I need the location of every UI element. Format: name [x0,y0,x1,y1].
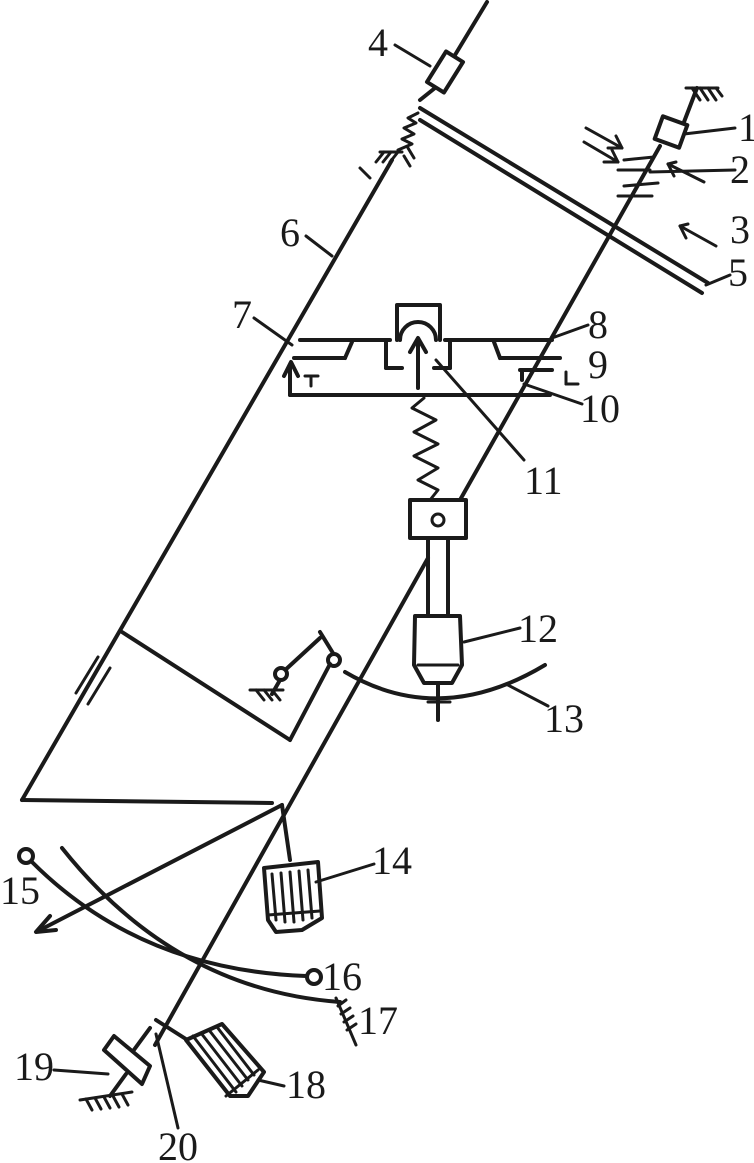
label-14: 14 [372,838,412,883]
label-19: 19 [14,1044,54,1089]
rod-6-markers [74,655,112,706]
leader-lines [52,43,737,1130]
label-4: 4 [368,20,388,65]
top-spring-ground [358,111,420,180]
label-10: 10 [580,386,620,431]
component-18-motor [154,1018,266,1098]
component-7-left-slide [282,340,552,397]
label-17: 17 [358,998,398,1043]
label-15: 15 [0,868,40,913]
component-13-arc [343,663,547,701]
label-8: 8 [588,302,608,347]
component-11-arrow [408,336,428,390]
diagonal-rod [458,144,662,502]
label-2: 2 [730,147,750,192]
component-19-pivot [78,1026,152,1112]
component-6-rod [20,158,394,805]
part-labels: 1 2 3 4 5 6 7 8 9 10 11 12 13 14 15 16 1… [0,20,754,1163]
label-7: 7 [232,292,252,337]
label-18: 18 [286,1062,326,1107]
component-4-input-rod [418,0,489,102]
label-6: 6 [280,210,300,255]
label-9: 9 [588,342,608,387]
component-2-slits [616,155,660,198]
label-1: 1 [738,105,754,150]
label-13: 13 [544,696,584,741]
component-1-block [652,86,724,150]
component-5-lever [418,106,710,295]
component-3-arrows [582,126,718,248]
middle-spring [410,396,440,502]
output-arrow [34,803,284,934]
pivot-lever [248,630,342,742]
component-14-weight [262,803,324,934]
component-15-16-17-arcs [17,846,358,1047]
label-12: 12 [518,606,558,651]
component-12-block-and-nozzle [408,498,468,722]
label-3: 3 [730,207,750,252]
component-8-top-bar [298,303,554,370]
label-5: 5 [728,250,748,295]
label-11: 11 [524,458,563,503]
label-20: 20 [158,1124,198,1163]
component-9-right-slide [492,340,580,386]
label-16: 16 [322,954,362,999]
